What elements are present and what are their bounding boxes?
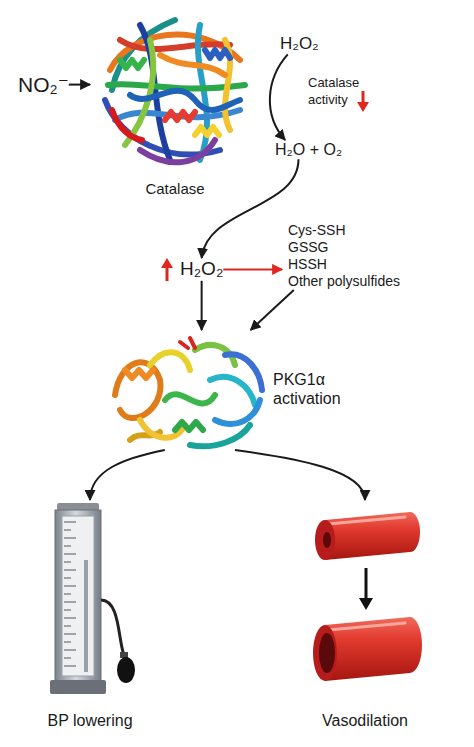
blood-vessel <box>319 633 335 673</box>
node-text: H₂O + O₂ <box>275 140 342 159</box>
text-holder: Vasodilation <box>295 711 435 730</box>
node-text: GSSG <box>288 239 400 256</box>
sphygmomanometer <box>55 510 101 682</box>
protein-node: Catalase <box>90 8 260 200</box>
blood-vessel <box>325 512 420 560</box>
pkg-ribbon <box>215 400 260 424</box>
catalase-ribbon <box>130 91 240 110</box>
sphygmomanometer <box>62 516 94 676</box>
term-text: NO₂⁻ <box>18 72 69 97</box>
node-text: PKG1α activation <box>273 370 363 408</box>
molecule-text: H₂O₂ <box>180 258 223 281</box>
text-holder: Catalase <box>90 180 260 198</box>
sphygmomanometer <box>50 680 106 694</box>
annotation-label: Catalase activity <box>308 74 370 108</box>
catalase-ribbon <box>165 112 195 120</box>
pkg-ribbon <box>115 338 262 446</box>
catalase-ribbon <box>140 140 215 162</box>
pkg-ribbon <box>125 370 153 378</box>
arrow-connector <box>223 268 282 270</box>
inhibition-arrow <box>357 91 369 112</box>
product-text: H₂O + O₂ <box>275 140 342 159</box>
text-holder: PKG1α activation <box>273 370 363 408</box>
blood-vessel <box>325 617 422 681</box>
arrow-connector <box>201 281 203 330</box>
pkg-ribbon <box>225 354 262 390</box>
blood-vessel <box>313 512 422 681</box>
species-list: Cys-SSHGSSGHSSHOther polysulfides <box>282 222 400 290</box>
arrow-connector <box>235 450 365 500</box>
catalase-ribbon <box>105 20 245 162</box>
blood-vessel <box>313 625 337 681</box>
inhibition-arrow <box>357 102 369 112</box>
node-text: Cys-SSH <box>288 222 400 239</box>
catalase-ribbon <box>120 60 144 68</box>
sphygmomanometer <box>84 560 88 672</box>
pkg-ribbon <box>190 425 250 446</box>
outcome-node: Vasodilation <box>295 500 435 732</box>
pkg-ribbon <box>165 394 215 403</box>
arrow-connector <box>202 159 299 258</box>
node-text: H₂O₂ <box>280 34 319 54</box>
text-holder: BP lowering <box>30 711 150 730</box>
pkg-ribbon <box>150 352 190 370</box>
arrow-connector <box>251 290 294 330</box>
pkg-ribbon <box>175 422 203 430</box>
sphygmomanometer <box>117 657 135 683</box>
node-text: Vasodilation <box>295 711 435 730</box>
node-text: H₂O₂ <box>180 258 223 281</box>
increase-arrow <box>161 258 173 281</box>
node-text: Catalase <box>90 180 260 198</box>
pkg-ribbon <box>180 338 195 348</box>
arrow-connector <box>90 450 165 500</box>
node-text: Other polysulfides <box>288 273 400 290</box>
pkg-ribbon <box>115 362 160 418</box>
sphygmomanometer <box>50 503 135 694</box>
blood-vessel <box>328 623 405 630</box>
arrow-connector <box>270 54 288 140</box>
blood-vessel <box>315 520 335 560</box>
pkg-ribbon <box>210 377 255 405</box>
catalase-ribbon <box>198 25 207 160</box>
molecule-text: H₂O₂ <box>280 34 319 54</box>
increase-arrow <box>166 266 169 281</box>
node-text: HSSH <box>288 256 400 273</box>
catalase-ribbon <box>115 110 240 120</box>
blood-vessel <box>323 532 331 548</box>
sphygmomanometer <box>64 522 76 666</box>
catalase-ribbon <box>195 127 219 135</box>
node-text: BP lowering <box>30 711 150 730</box>
catalase-ribbon <box>160 55 225 75</box>
catalase-ribbon <box>205 50 230 58</box>
protein-node: PKG1α activation <box>105 330 365 450</box>
node-text: NO₂⁻ <box>18 72 69 97</box>
catalase-ribbon <box>112 110 142 140</box>
arrow-connector <box>69 84 90 86</box>
sphygmomanometer <box>101 600 124 655</box>
blood-vessel <box>359 598 373 610</box>
blood-vessel <box>328 517 405 524</box>
blood-vessel <box>365 568 368 600</box>
increase-arrow <box>161 258 173 268</box>
outcome-node: BP lowering <box>30 500 150 732</box>
